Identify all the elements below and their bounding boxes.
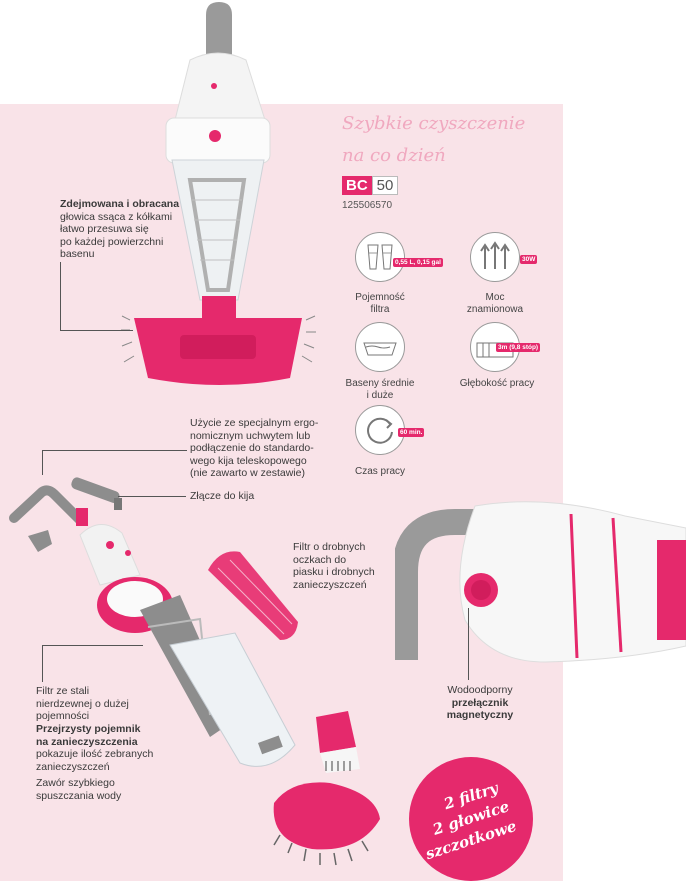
model-number: 50	[371, 176, 399, 195]
connector-leader-line	[118, 496, 186, 498]
product-code: 125506570	[342, 200, 393, 211]
switch-callout: Wodoodporny przełącznik magnetyczny	[446, 684, 514, 721]
main-vacuum-illustration	[121, 2, 316, 385]
heading-line-2: na co dzień	[342, 145, 446, 166]
handle-leader-line	[42, 450, 187, 475]
filter-capacity-badge: 0,55 L, 0,15 gal	[393, 258, 443, 267]
connector-callout: Złącze do kija	[190, 490, 255, 502]
steel-filter-leader-line	[42, 645, 143, 682]
container-callout: Przejrzysty pojemnik na zanieczyszczenia…	[36, 723, 154, 773]
power-arrows-icon	[470, 232, 520, 282]
depth-label: Głębokość pracy	[459, 378, 535, 389]
model-badge: BC 50	[342, 176, 399, 195]
runtime-badge: 60 min.	[398, 428, 425, 437]
runtime-icon	[355, 405, 405, 455]
runtime-label: Czas pracy	[354, 466, 405, 477]
heading-line-1: Szybkie czyszczenie	[342, 113, 526, 134]
fine-filter-illustration	[208, 551, 298, 640]
filter-capacity-icon	[355, 232, 405, 282]
pool-size-icon	[355, 322, 405, 372]
depth-badge: 3m (9,8 stóp)	[496, 343, 541, 352]
power-badge: 30W	[520, 255, 538, 264]
head-leader-line	[60, 262, 133, 331]
handle-callout: Użycie ze specjalnym ergo-nomicznym uchw…	[190, 417, 319, 479]
handle-and-connector-illustration	[9, 477, 122, 552]
switch-leader-line	[468, 608, 470, 680]
exploded-vacuum-illustration	[79, 524, 380, 866]
model-prefix: BC	[342, 176, 372, 195]
head-callout: Zdejmowana i obracana głowica ssąca z kó…	[60, 198, 180, 260]
promo-stamp: 2 filtry 2 głowice szczotkowe	[409, 757, 533, 881]
switch-closeup-illustration	[395, 501, 686, 663]
